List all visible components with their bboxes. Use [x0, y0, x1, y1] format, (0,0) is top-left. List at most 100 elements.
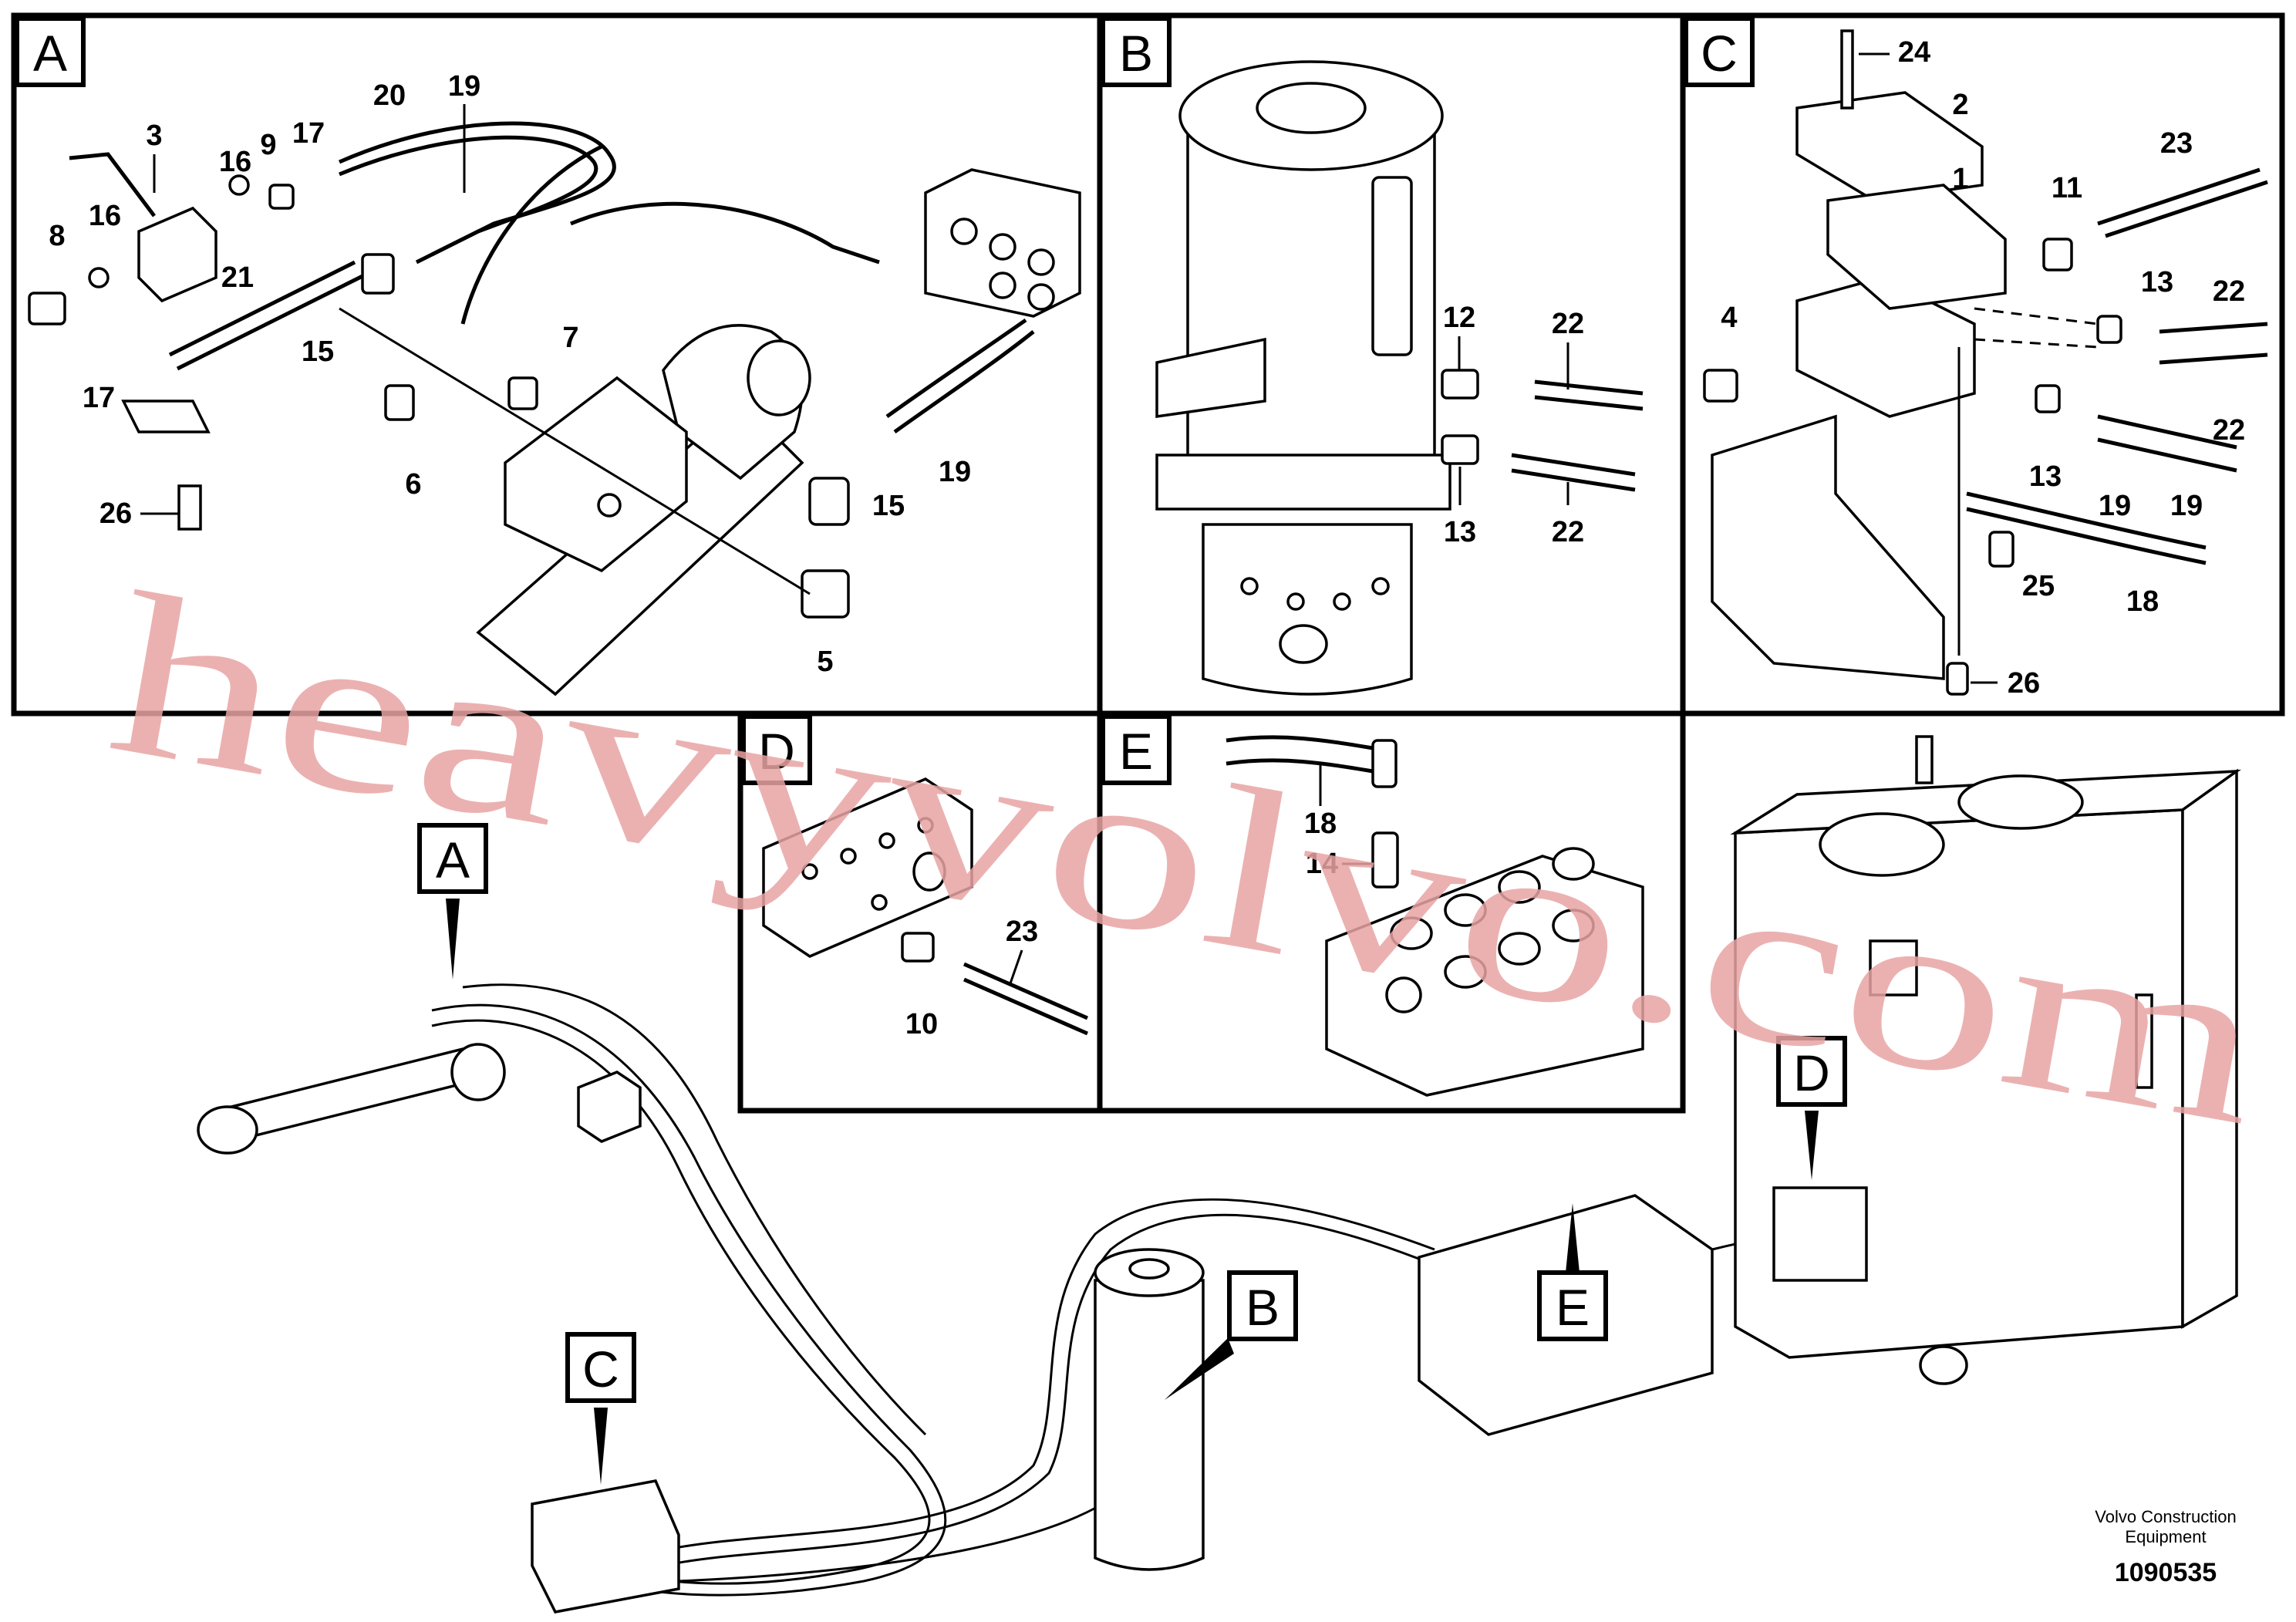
panel-a-drawing	[28, 121, 1081, 696]
callout: 19	[939, 456, 971, 488]
washer-16-left	[88, 267, 110, 288]
hose-21-outline	[176, 274, 364, 371]
fitting-11	[2042, 238, 2073, 271]
overview-tank-side	[2181, 768, 2238, 1330]
callout: 16	[219, 146, 251, 178]
callout: 8	[49, 220, 65, 252]
fitting-10	[901, 932, 935, 963]
callout: 13	[1444, 516, 1476, 548]
callout: 23	[1006, 916, 1038, 948]
callout: 22	[1552, 516, 1584, 548]
panel-b-callouts: 12 22 13 22	[1443, 302, 1584, 548]
plate-hole	[871, 894, 888, 911]
hose-18-e	[1226, 735, 1374, 750]
panel-b-drawing	[1155, 60, 1644, 696]
overview-hose	[462, 983, 927, 1436]
hose-22-b	[2159, 352, 2268, 365]
valve-spool-cap	[1390, 916, 1433, 950]
overview-tag-c-pointer	[594, 1408, 608, 1485]
bolt-26	[177, 484, 202, 531]
overview-tank-cap	[1819, 812, 1945, 877]
callout: 15	[302, 336, 334, 368]
hose-18	[1966, 491, 2207, 550]
cylinder-port-block	[504, 376, 688, 573]
panel-frames	[11, 12, 2285, 1114]
callout: 19	[448, 70, 480, 103]
overview-tag-b-pointer	[1165, 1338, 1234, 1400]
manifold-port	[989, 233, 1017, 261]
panel-c-callouts: 24 2 23 1 11 4 13 22 22 13 19 19 25 18 2…	[1721, 36, 2245, 700]
manifold-port	[1027, 283, 1055, 311]
panel-e-drawing	[1226, 735, 1644, 1097]
valve-spool-cap	[1552, 909, 1595, 943]
elbow-5	[801, 569, 850, 619]
callout: 15	[872, 490, 905, 522]
overview-hose	[663, 1198, 1435, 1552]
hose-to-block	[570, 201, 880, 265]
overview-tank-wheel	[1919, 1345, 1968, 1385]
overview-port-plate	[1772, 1186, 1868, 1282]
caption-company-line2: Equipment	[2125, 1527, 2206, 1546]
cylinder-eye-hole	[747, 339, 811, 416]
fitting-12	[1441, 369, 1479, 400]
overview-tank-port	[1869, 939, 1918, 996]
panel-b-label: B	[1119, 25, 1153, 82]
elbow-fitting	[1371, 739, 1397, 788]
caption: Volvo Construction Equipment 1090535	[2095, 1507, 2236, 1587]
panel-c-drawing	[1703, 29, 2268, 696]
overview-breather	[1915, 735, 1934, 784]
caption-company-line1: Volvo Construction	[2095, 1507, 2236, 1526]
dashed-connection	[1974, 338, 2099, 349]
overview-tags: A B C D E	[417, 823, 1847, 1485]
mounting-bracket	[1711, 414, 1945, 680]
callout: 22	[1552, 308, 1584, 340]
hose-19-lower	[893, 330, 1035, 434]
hose-19-a	[2097, 414, 2237, 450]
overview-sight-glass	[2135, 993, 2153, 1089]
callout: 18	[1304, 808, 1337, 840]
callout: 20	[373, 79, 406, 112]
plate-hole	[878, 832, 895, 849]
overview-hose	[431, 1019, 931, 1585]
callout: 21	[221, 261, 254, 294]
overview-manifold	[577, 1071, 642, 1143]
ball-valve-3	[137, 206, 217, 303]
overview-tag-d-box	[1776, 1036, 1847, 1107]
overview-swivel	[1094, 1279, 1205, 1571]
callout: 6	[405, 468, 421, 501]
overview-tag-a-box	[417, 823, 488, 894]
panel-c-frame	[1680, 12, 2285, 717]
callout: 26	[2008, 667, 2040, 700]
lower-hole	[1286, 592, 1305, 611]
overview-hose	[431, 1003, 947, 1597]
swivel-lower-body	[1202, 523, 1413, 696]
hose-18-e-outline	[1226, 758, 1374, 774]
valve-spool-cap	[1552, 847, 1595, 881]
hose-22-upper-outline	[1534, 395, 1644, 411]
callout: 26	[99, 497, 132, 530]
callout: 1	[1952, 163, 1968, 195]
manifold-port	[1027, 248, 1055, 276]
overview-tag-c: C	[582, 1340, 619, 1398]
swivel-top-bore	[1256, 82, 1367, 134]
panel-e-frame	[1097, 710, 1686, 1114]
callout: 22	[2213, 414, 2245, 447]
hose-19-lower-outline	[885, 318, 1027, 419]
panel-d-label-box	[741, 714, 812, 785]
callout: 18	[2126, 585, 2159, 618]
manifold-port	[989, 271, 1017, 299]
valve-port	[1385, 976, 1422, 1013]
callout: 25	[2022, 570, 2055, 602]
panel-c-label-box	[1684, 16, 1755, 87]
hose-23-d-outline	[963, 977, 1089, 1036]
overview-cylinder-eye	[197, 1105, 258, 1155]
callout: 7	[562, 322, 578, 354]
panel-b-label-box	[1101, 16, 1172, 87]
callout: 2	[1952, 89, 1968, 121]
plate-hole	[840, 848, 857, 865]
hose-22-upper	[1534, 379, 1644, 396]
leader-line	[339, 307, 811, 595]
hose-20-outline	[339, 135, 598, 265]
overview-swivel-bore	[1128, 1258, 1170, 1280]
fitting-8	[28, 292, 66, 325]
